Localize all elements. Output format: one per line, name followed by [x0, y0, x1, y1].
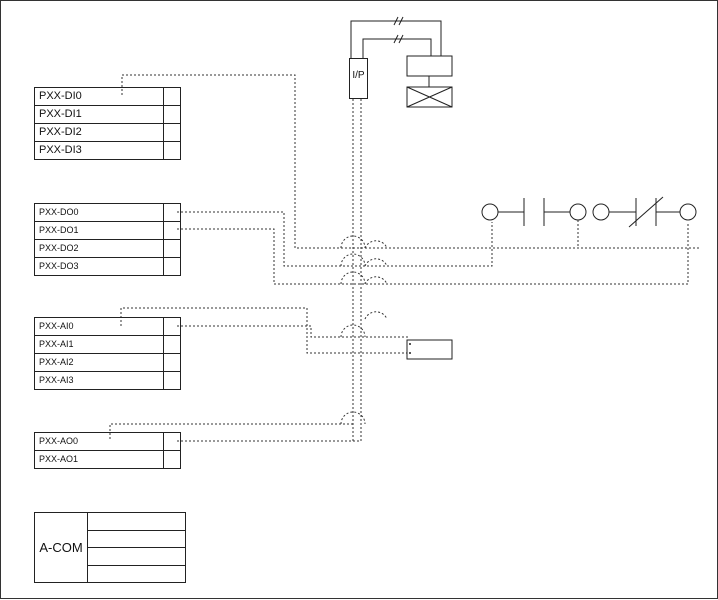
comm-slot [88, 531, 185, 548]
comm-module-slots [88, 513, 185, 582]
table-row: PXX-DI0 [34, 87, 181, 106]
ao-channel-1: PXX-AO1 [34, 450, 164, 469]
coil-3-icon [592, 203, 610, 221]
di-channel-0: PXX-DI0 [34, 87, 164, 106]
table-row: PXX-AI3 [34, 371, 181, 390]
transmitter-icon [406, 339, 453, 360]
coil-1-icon [481, 203, 499, 221]
hop-r1 [364, 240, 388, 249]
table-row: PXX-DI3 [34, 141, 181, 160]
hop-4 [340, 324, 366, 338]
di-terminal-1 [163, 105, 181, 124]
ai-channel-2: PXX-AI2 [34, 353, 164, 372]
table-row: PXX-AI1 [34, 335, 181, 354]
air-break-2 [393, 34, 404, 44]
do-terminal-1 [163, 221, 181, 240]
comm-slot [88, 548, 185, 566]
do-channel-3: PXX-DO3 [34, 257, 164, 276]
do-terminal-2 [163, 239, 181, 258]
di-terminal-2 [163, 123, 181, 142]
ai-module: PXX-AI0 PXX-AI1 PXX-AI2 PXX-AI3 [34, 317, 181, 390]
table-row: PXX-DO1 [34, 221, 181, 240]
hop-r4 [364, 311, 388, 320]
ai-terminal-1 [163, 335, 181, 354]
comm-module: A-COM [34, 512, 186, 583]
table-row: PXX-AI2 [34, 353, 181, 372]
do-channel-2: PXX-DO2 [34, 239, 164, 258]
table-row: PXX-AO0 [34, 432, 181, 451]
ip-converter: I/P [349, 58, 368, 99]
do-channel-0: PXX-DO0 [34, 203, 164, 222]
comm-slot [88, 566, 185, 583]
di-channel-2: PXX-DI2 [34, 123, 164, 142]
table-row: PXX-DI1 [34, 105, 181, 124]
ai-channel-0: PXX-AI0 [34, 317, 164, 336]
ao-module: PXX-AO0 PXX-AO1 [34, 432, 181, 469]
wire-di0 [121, 74, 701, 249]
table-row: PXX-DI2 [34, 123, 181, 142]
ai-channel-1: PXX-AI1 [34, 335, 164, 354]
ai-terminal-2 [163, 353, 181, 372]
di-module: PXX-DI0 PXX-DI1 PXX-DI2 PXX-DI3 [34, 87, 181, 160]
table-row: PXX-DO2 [34, 239, 181, 258]
ao-terminal-1 [163, 450, 181, 469]
wire-do1 [177, 222, 689, 285]
wire-do0 [177, 211, 493, 267]
table-row: PXX-AO1 [34, 450, 181, 469]
do-terminal-0 [163, 203, 181, 222]
di-terminal-0 [163, 87, 181, 106]
ai-terminal-3 [163, 371, 181, 390]
di-terminal-3 [163, 141, 181, 160]
contact-nc-slash [628, 196, 664, 228]
hop-2 [340, 253, 366, 267]
wire-ai0-b [177, 325, 410, 338]
hop-r3 [364, 276, 388, 285]
wire-ai0 [120, 307, 410, 354]
table-row: PXX-DO0 [34, 203, 181, 222]
table-row: PXX-DO3 [34, 257, 181, 276]
di-channel-3: PXX-DI3 [34, 141, 164, 160]
hop-r2 [364, 258, 388, 267]
hop-1 [340, 235, 366, 249]
comm-slot [88, 513, 185, 531]
ao-terminal-0 [163, 432, 181, 451]
table-row: PXX-AI0 [34, 317, 181, 336]
air-break-1 [393, 16, 404, 26]
coil-2-icon [569, 203, 587, 221]
hop-5 [340, 411, 366, 425]
do-channel-1: PXX-DO1 [34, 221, 164, 240]
di-channel-1: PXX-DI1 [34, 105, 164, 124]
ip-converter-label: I/P [352, 70, 365, 81]
actuator-icon [406, 55, 453, 77]
valve-icon [406, 86, 453, 108]
air-line-inner [362, 38, 432, 58]
do-terminal-3 [163, 257, 181, 276]
ai-terminal-0 [163, 317, 181, 336]
do-module: PXX-DO0 PXX-DO1 PXX-DO2 PXX-DO3 [34, 203, 181, 276]
coil-4-icon [679, 203, 697, 221]
ao-channel-0: PXX-AO0 [34, 432, 164, 451]
hop-3 [340, 271, 366, 285]
comm-module-label: A-COM [35, 513, 88, 582]
ai-channel-3: PXX-AI3 [34, 371, 164, 390]
